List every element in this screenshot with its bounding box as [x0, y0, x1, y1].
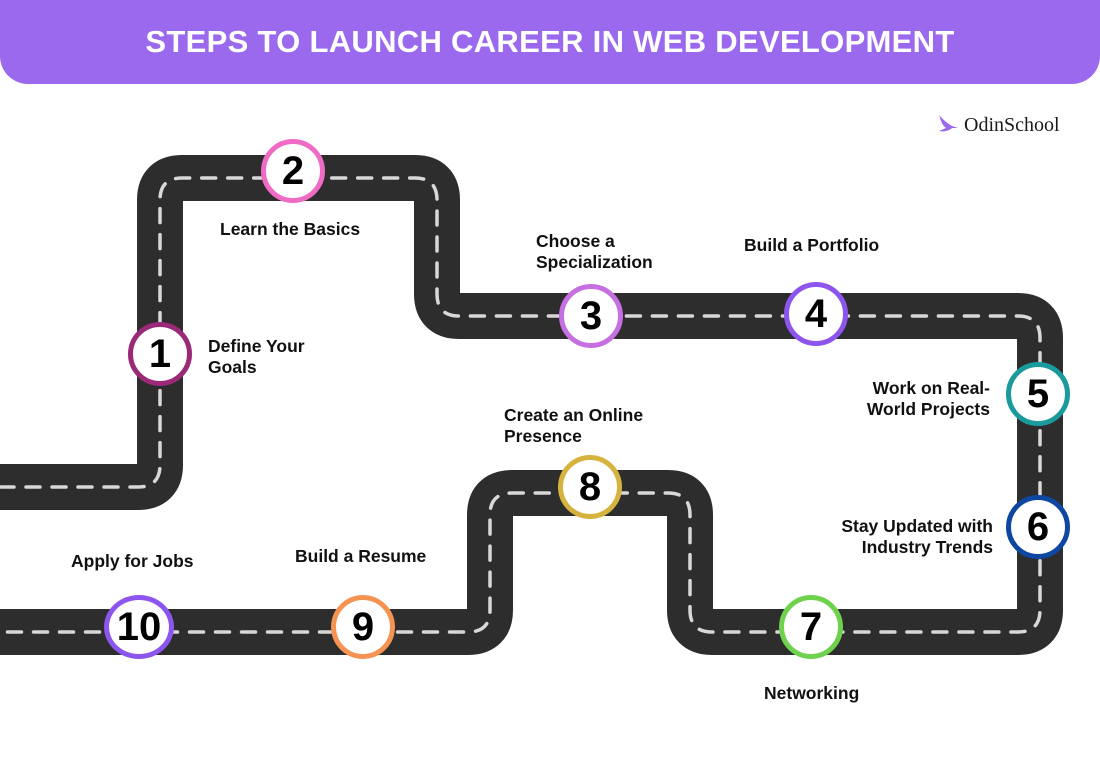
step-number: 6 [1026, 505, 1050, 549]
step-6-marker: 6 [1006, 495, 1070, 559]
odinschool-logo: OdinSchool [936, 113, 1060, 137]
step-number: 3 [579, 294, 603, 338]
page-title: STEPS TO LAUNCH CAREER IN WEB DEVELOPMEN… [145, 24, 955, 59]
step-number: 10 [116, 605, 162, 649]
step-8-label: Create an Online Presence [504, 405, 644, 446]
step-10-marker: 10 [104, 595, 174, 659]
step-7-label: Networking [764, 683, 860, 703]
step-9-label: Build a Resume [295, 546, 427, 566]
step-1-label: Define Your Goals [208, 336, 305, 377]
step-number: 1 [148, 332, 172, 376]
logo-text: OdinSchool [964, 113, 1060, 136]
step-5-marker: 5 [1006, 362, 1070, 426]
step-1-marker: 1 [128, 322, 192, 386]
step-7-marker: 7 [779, 595, 843, 659]
step-number: 7 [799, 605, 823, 649]
step-number: 9 [351, 605, 375, 649]
step-6-label: Stay Updated with Industry Trends [841, 516, 993, 557]
title-banner: STEPS TO LAUNCH CAREER IN WEB DEVELOPMEN… [0, 0, 1100, 84]
step-4-label: Build a Portfolio [744, 235, 880, 255]
step-2-marker: 2 [261, 139, 325, 203]
step-number: 5 [1026, 372, 1050, 416]
step-number: 8 [578, 465, 602, 509]
step-number: 2 [281, 149, 305, 193]
step-10-label: Apply for Jobs [71, 551, 194, 571]
step-3-marker: 3 [559, 284, 623, 348]
step-8-marker: 8 [558, 455, 622, 519]
step-9-marker: 9 [331, 595, 395, 659]
step-number: 4 [804, 292, 828, 336]
step-5-label: Work on Real- World Projects [866, 378, 990, 419]
step-3-label: Choose a Specialization [536, 231, 653, 272]
step-2-label: Learn the Basics [220, 219, 361, 239]
bird-icon [939, 115, 958, 132]
step-4-marker: 4 [784, 282, 848, 346]
